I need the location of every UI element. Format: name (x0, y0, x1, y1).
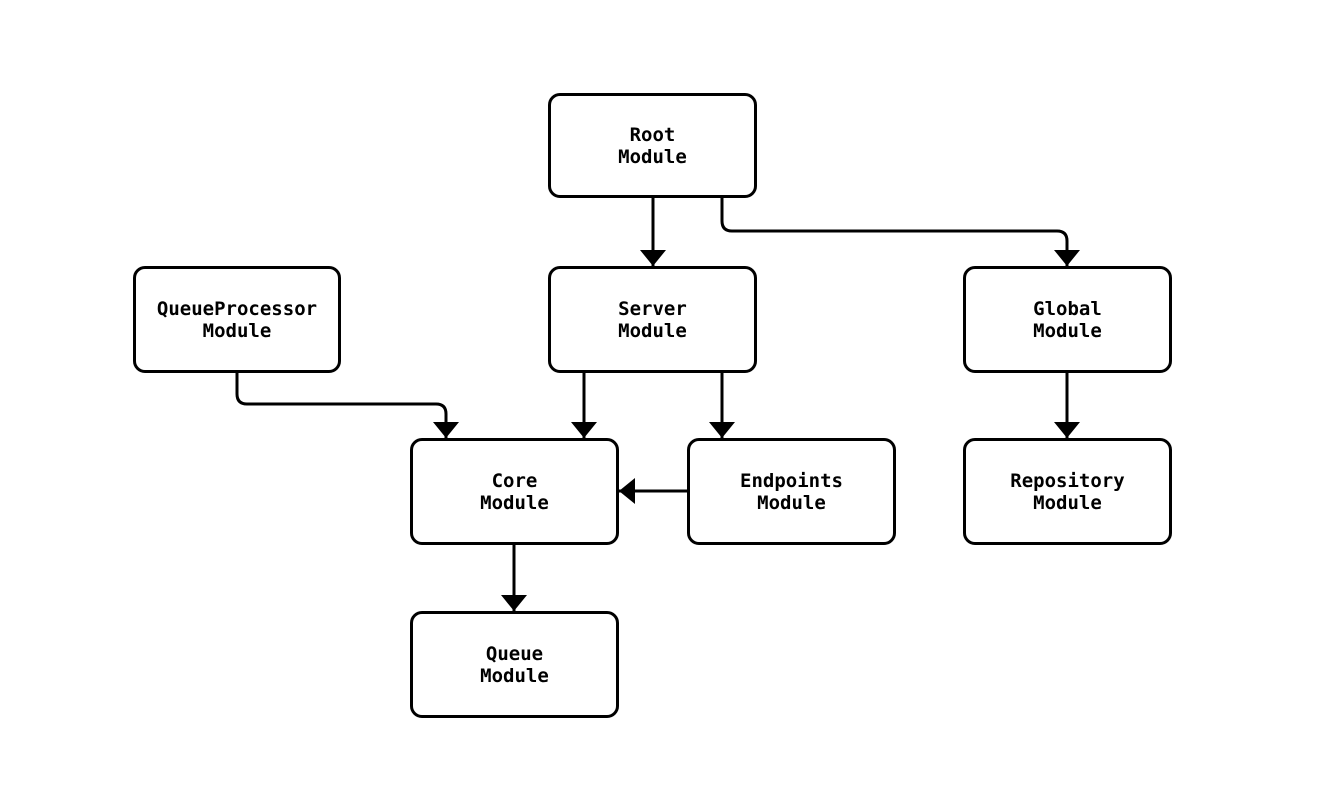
node-queueprocessor-module: QueueProcessor Module (133, 266, 341, 373)
node-queue-module-label: Queue Module (480, 642, 549, 687)
node-core-module-label: Core Module (480, 469, 549, 514)
node-root-module-label: Root Module (618, 123, 687, 168)
node-endpoints-module: Endpoints Module (687, 438, 896, 545)
node-server-module-label: Server Module (618, 297, 687, 342)
node-repository-module: Repository Module (963, 438, 1172, 545)
node-repository-module-label: Repository Module (1010, 469, 1125, 514)
node-queueprocessor-module-label: QueueProcessor Module (156, 297, 318, 342)
node-queue-module: Queue Module (410, 611, 619, 718)
node-global-module-label: Global Module (1033, 297, 1102, 342)
node-global-module: Global Module (963, 266, 1172, 373)
node-core-module: Core Module (410, 438, 619, 545)
node-server-module: Server Module (548, 266, 757, 373)
node-endpoints-module-label: Endpoints Module (740, 469, 843, 514)
edge-queueprocessor-to-core (235, 373, 459, 438)
node-root-module: Root Module (548, 93, 757, 198)
edge-root-to-global (720, 198, 1080, 266)
